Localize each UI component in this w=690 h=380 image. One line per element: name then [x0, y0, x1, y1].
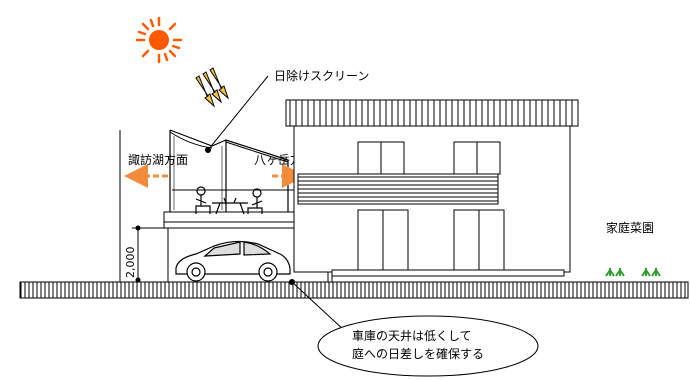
screen-label: 日除けスクリーン	[274, 68, 369, 83]
plant-icon	[641, 268, 661, 277]
note-leader-line	[291, 281, 347, 333]
person-icon	[247, 188, 263, 214]
sun-icon	[135, 16, 183, 64]
sunlight-rays-icon	[195, 67, 230, 108]
dimension-label: 2,000	[124, 247, 137, 279]
house	[285, 99, 579, 277]
screen-leader-dot	[205, 147, 211, 153]
garden-label: 家庭菜園	[606, 220, 654, 235]
left-direction-label: 諏訪湖方面	[128, 152, 188, 167]
note-bubble	[317, 315, 539, 377]
table-icon	[212, 197, 248, 215]
plant-icon	[605, 268, 625, 277]
note-leader-dot	[289, 279, 295, 285]
car-icon	[175, 240, 291, 282]
height-dimension	[119, 130, 168, 283]
person-icon	[195, 186, 211, 214]
screen-leader-line	[207, 75, 269, 151]
pergola	[169, 129, 289, 212]
ground	[19, 281, 689, 299]
note-line-2: 庭への日差しを確保する	[352, 346, 484, 361]
note-line-1: 車庫の天井は低くして	[352, 329, 472, 343]
